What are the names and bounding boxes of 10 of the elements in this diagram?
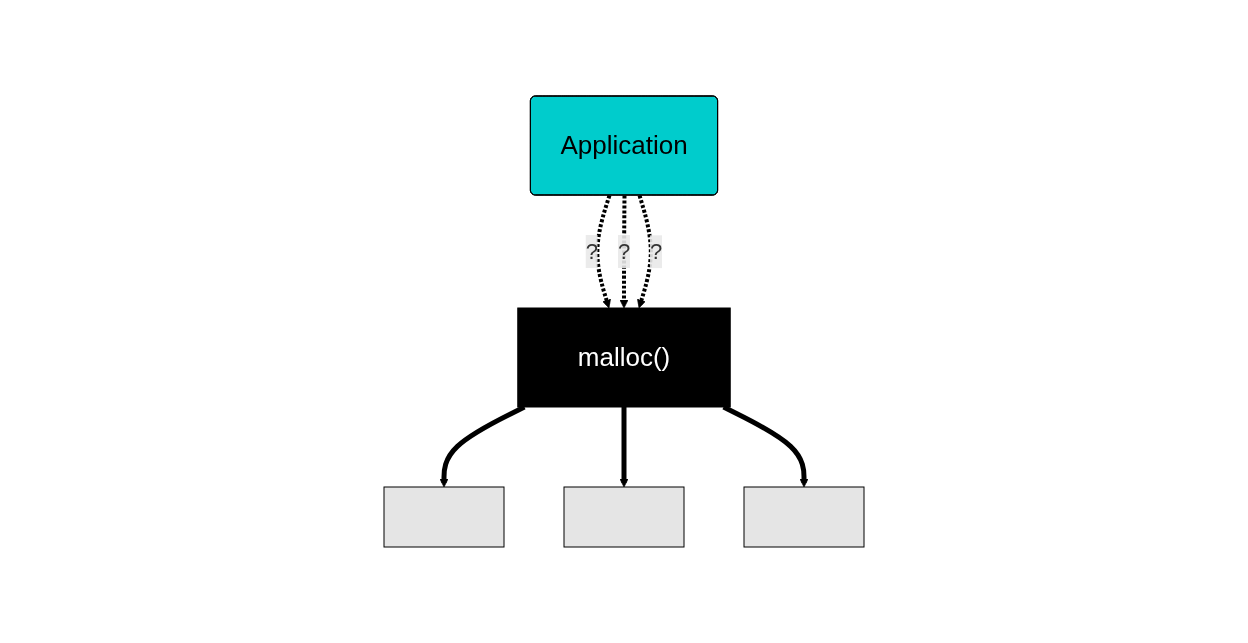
node-box: malloc() (517, 307, 731, 408)
edge-label: ? (585, 239, 598, 264)
node-bar (563, 486, 685, 548)
node-bar (743, 486, 865, 548)
edge-label: ? (650, 239, 663, 265)
node-bar (383, 486, 505, 548)
arrow (595, 194, 612, 309)
arrow (619, 407, 629, 488)
arrow (637, 194, 653, 309)
edge-label: ? (617, 239, 631, 264)
